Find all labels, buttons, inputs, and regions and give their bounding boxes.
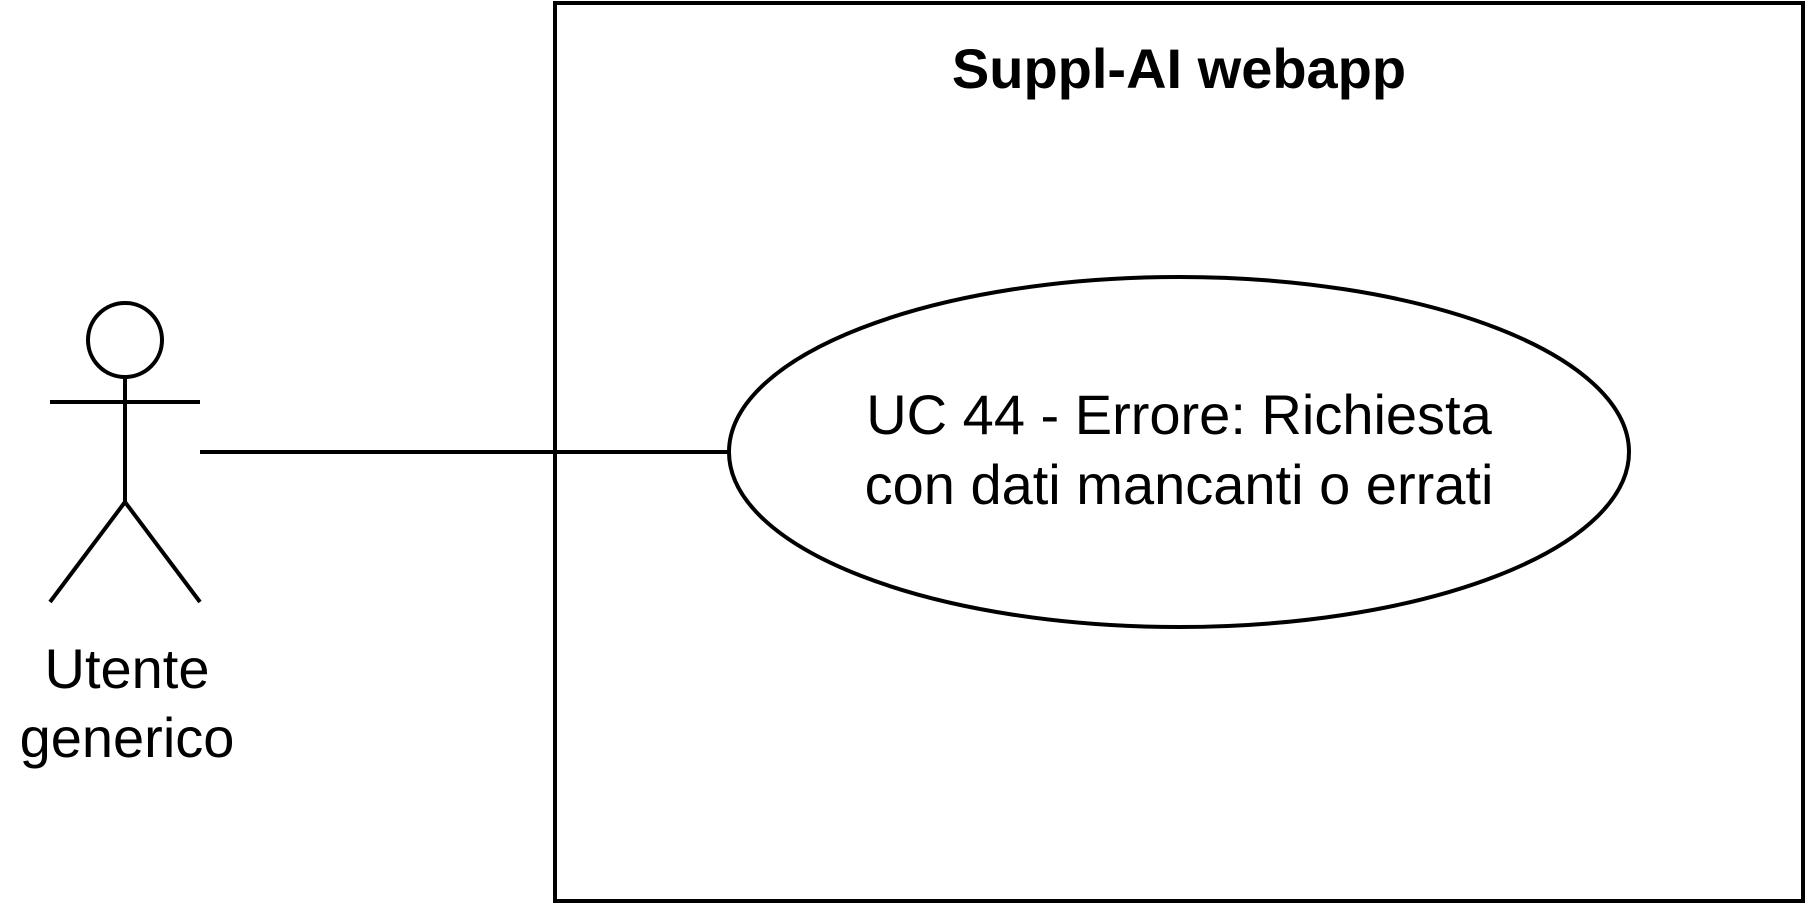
system-title: Suppl-AI webapp xyxy=(952,37,1406,100)
actor-label-line2: generico xyxy=(20,706,235,769)
use-case-ellipse xyxy=(727,275,1631,629)
actor-left-leg xyxy=(48,500,127,604)
actor-label-line1: Utente xyxy=(45,637,210,700)
actor-right-leg xyxy=(123,500,202,604)
stick-figure-actor-icon xyxy=(48,301,202,604)
actor-head xyxy=(86,301,164,379)
use-case-label-line2: con dati mancanti o errati xyxy=(865,453,1494,516)
use-case-label-line1: UC 44 - Errore: Richiesta xyxy=(866,383,1492,446)
